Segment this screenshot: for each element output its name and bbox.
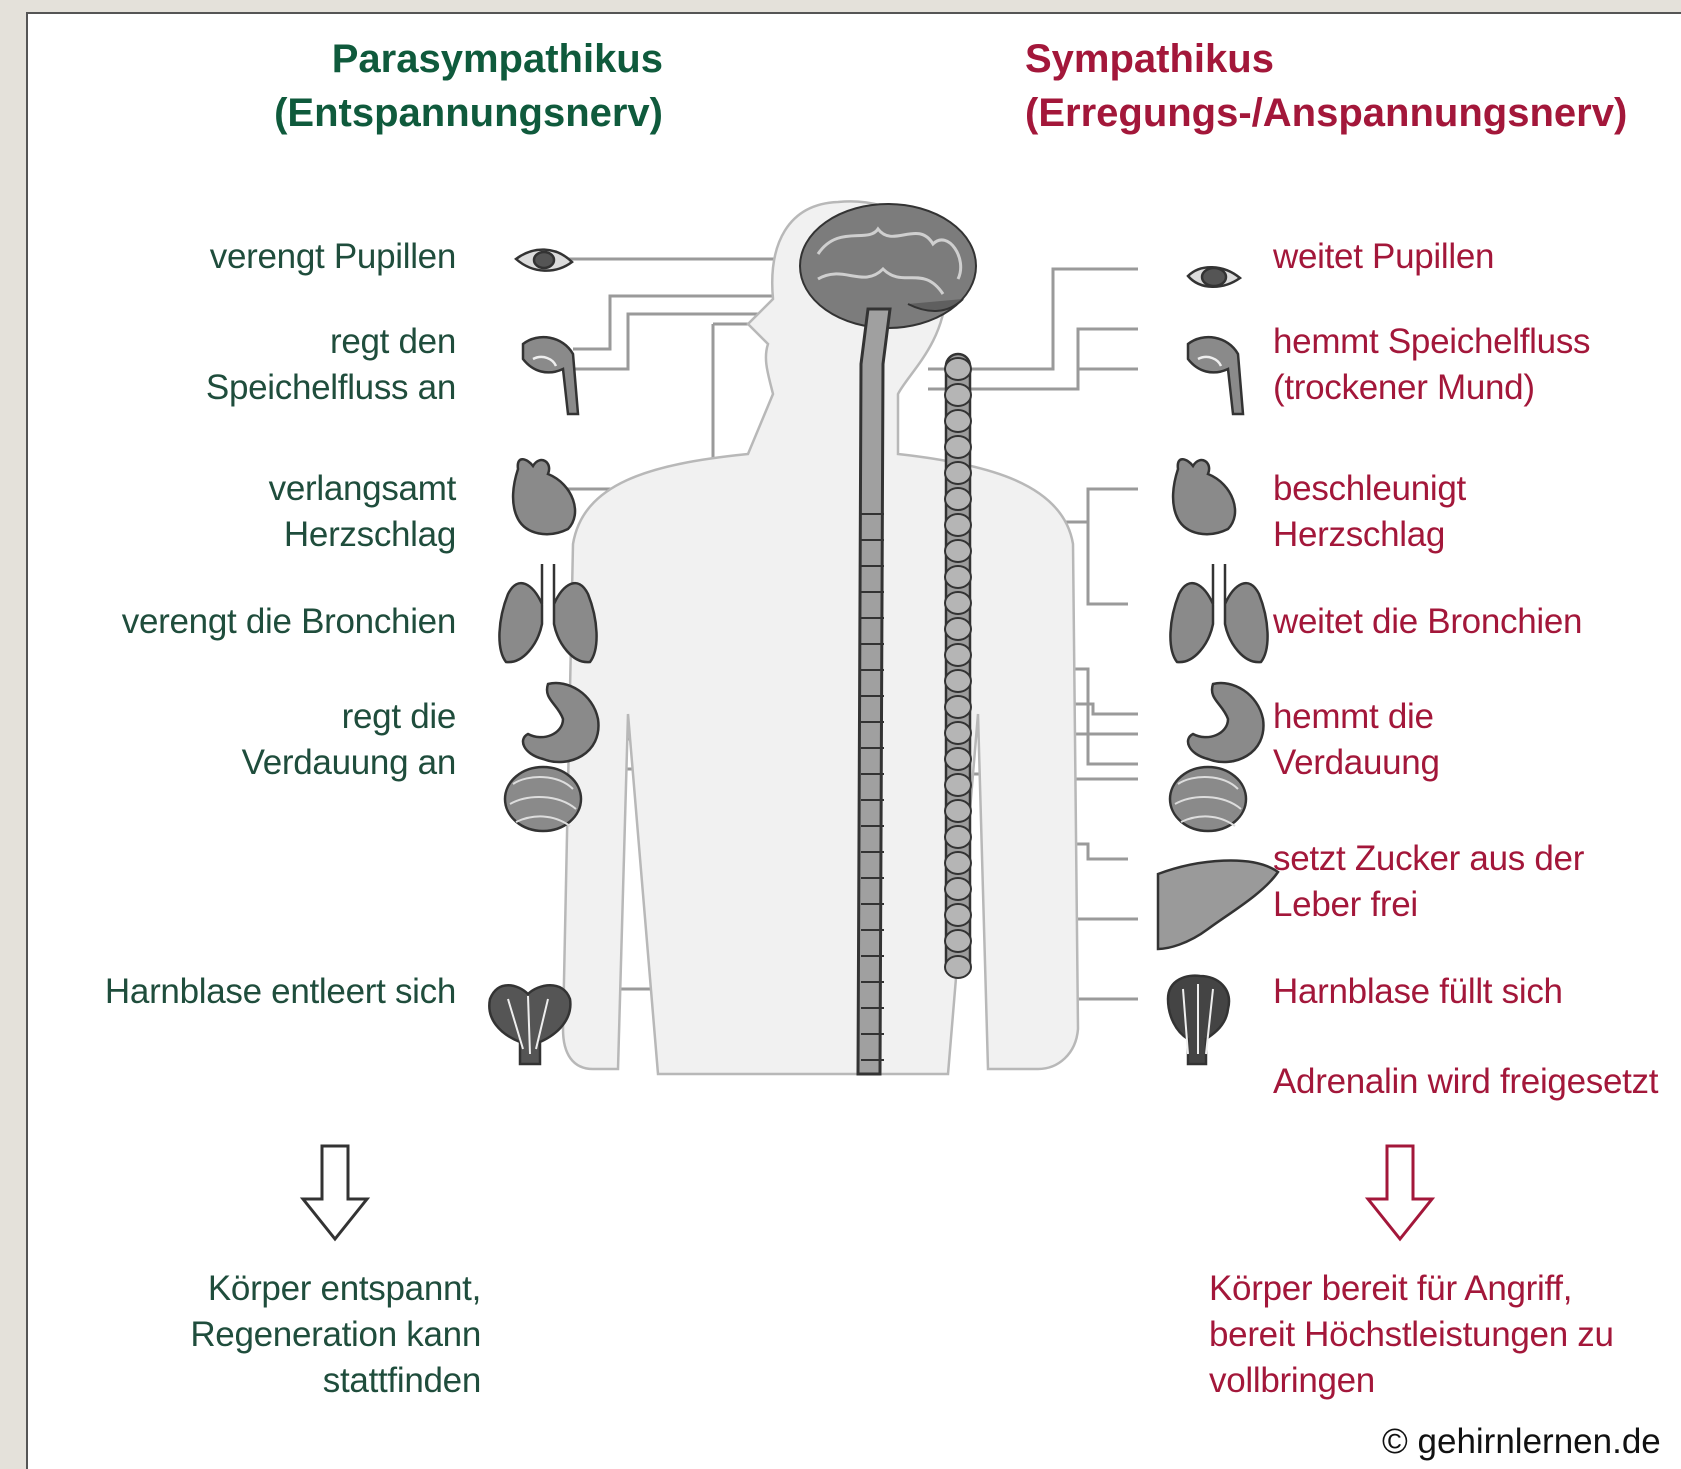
para-result: Körper entspannt, Regeneration kann stat… <box>190 1266 481 1404</box>
sympathetic-ganglion <box>945 488 971 510</box>
sympathetic-ganglion <box>945 618 971 640</box>
sym-label-bladder: Harnblase füllt sich <box>1273 969 1563 1015</box>
sym-label-liver: setzt Zucker aus der Leber frei <box>1273 836 1584 928</box>
sym-label-heart: beschleunigt Herzschlag <box>1273 466 1466 558</box>
down-arrow-right-icon <box>1368 1146 1432 1239</box>
heart-left-icon <box>513 459 575 534</box>
intestine-left-icon <box>505 767 581 831</box>
sym-label-saliva: hemmt Speichelfluss (trockener Mund) <box>1273 319 1590 411</box>
para-label-saliva: regt den Speichelfluss an <box>206 319 456 411</box>
sym-label-digestion: hemmt die Verdauung <box>1273 694 1440 786</box>
bladder-left-icon <box>489 985 570 1064</box>
sympathetic-ganglion <box>945 774 971 796</box>
sympathetic-ganglion <box>945 930 971 952</box>
sympathetic-ganglion <box>945 800 971 822</box>
sym-label-pupils: weitet Pupillen <box>1273 234 1494 280</box>
lungs-right-icon <box>1170 564 1267 662</box>
sympathetic-ganglion <box>945 566 971 588</box>
stomach-right-icon <box>1188 683 1263 762</box>
heart-right-icon <box>1173 459 1235 534</box>
sympathetic-ganglion <box>945 514 971 536</box>
liver-right-icon <box>1158 860 1278 949</box>
diagram-frame: Parasympathikus (Entspannungsnerv) Sympa… <box>26 12 1681 1469</box>
copyright-notice: © gehirnlernen.de <box>1382 1422 1661 1462</box>
sympathetic-ganglion <box>945 670 971 692</box>
para-label-heart: verlangsamt Herzschlag <box>269 466 456 558</box>
sympathetic-ganglion <box>945 696 971 718</box>
arrows <box>303 1146 1432 1239</box>
intestine-right-icon <box>1170 767 1246 831</box>
sympathetic-ganglion <box>945 358 971 380</box>
sympathetic-ganglion <box>945 956 971 978</box>
para-label-bronchi: verengt die Bronchien <box>122 599 456 645</box>
sympathetic-ganglion <box>945 748 971 770</box>
para-label-bladder: Harnblase entleert sich <box>105 969 456 1015</box>
eye-right-icon <box>1188 267 1240 287</box>
sympathetic-ganglion <box>945 540 971 562</box>
salivary-gland-right-icon <box>1188 337 1243 414</box>
sym-label-adrenaline: Adrenalin wird freigesetzt <box>1273 1059 1658 1105</box>
sympathetic-ganglion <box>945 878 971 900</box>
sym-result: Körper bereit für Angriff, bereit Höchst… <box>1209 1266 1614 1404</box>
salivary-gland-left-icon <box>523 337 578 414</box>
body-outline <box>563 201 1078 1074</box>
sympathetic-ganglion <box>945 410 971 432</box>
sympathetic-ganglion <box>945 462 971 484</box>
sympathetic-ganglion <box>945 722 971 744</box>
eye-left-icon <box>516 250 572 271</box>
para-label-digestion: regt die Verdauung an <box>242 694 456 786</box>
sym-label-bronchi: weitet die Bronchien <box>1273 599 1582 645</box>
sympathetic-ganglion <box>945 644 971 666</box>
sympathetic-ganglion <box>945 826 971 848</box>
bladder-right-icon <box>1168 976 1229 1064</box>
down-arrow-left-icon <box>303 1146 367 1239</box>
sympathetic-ganglion <box>945 852 971 874</box>
sympathetic-ganglion <box>945 592 971 614</box>
sympathetic-ganglion <box>945 384 971 406</box>
sympathetic-ganglion <box>945 904 971 926</box>
para-label-pupils: verengt Pupillen <box>210 234 456 280</box>
organs-right <box>1158 267 1278 1064</box>
sympathetic-ganglion <box>945 436 971 458</box>
